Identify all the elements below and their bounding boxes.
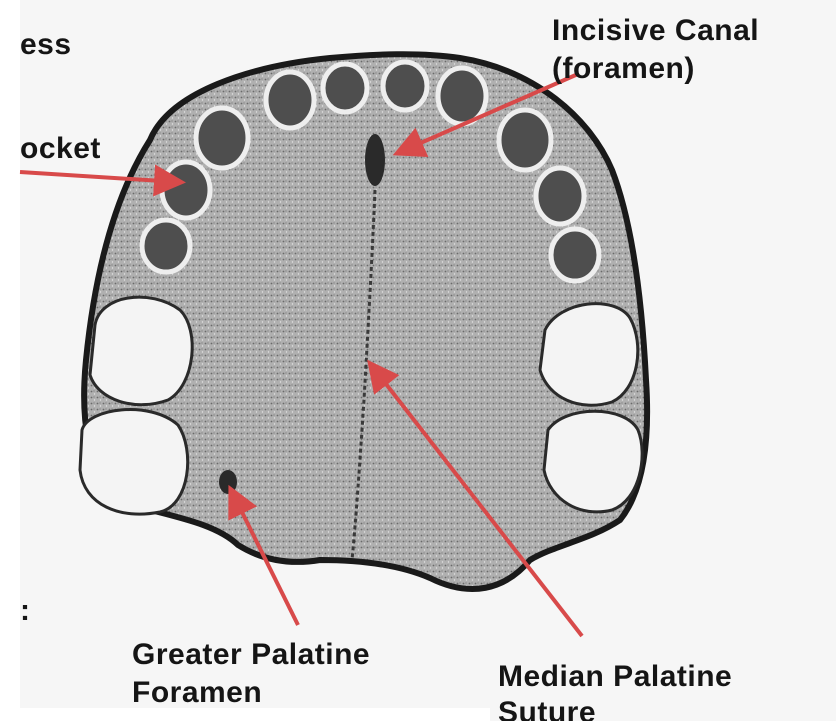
label-socket-text: ocket	[20, 132, 101, 165]
label-left-edge-fragment: :	[20, 594, 31, 627]
molar	[540, 304, 638, 406]
label-top-left-text: ess	[20, 28, 72, 61]
label-top-left-fragment: ess	[20, 28, 80, 68]
label-median-palatine: Median Palatine	[498, 660, 732, 693]
socket	[162, 162, 210, 218]
label-median-suture: Suture	[498, 696, 596, 721]
socket	[383, 62, 427, 110]
label-incisive-canal: Incisive Canal	[552, 14, 759, 47]
socket	[142, 220, 190, 272]
molar	[80, 410, 188, 515]
socket	[499, 110, 551, 170]
label-greater-palatine: Greater Palatine	[132, 638, 370, 671]
greater-palatine-foramen-opening	[219, 470, 237, 494]
socket	[266, 72, 314, 128]
label-median-suture-clip: Suture	[498, 696, 698, 721]
molar	[544, 411, 642, 512]
molar	[90, 297, 192, 405]
label-greater-palatine-foramen: Foramen	[132, 676, 262, 709]
bottom-margin-strip	[0, 708, 490, 721]
socket	[196, 108, 248, 168]
socket	[323, 64, 367, 112]
socket	[536, 168, 584, 224]
socket	[551, 229, 599, 281]
label-incisive-foramen: (foramen)	[552, 52, 695, 85]
label-socket-fragment: ocket	[20, 132, 130, 172]
incisive-canal-opening	[365, 134, 385, 186]
